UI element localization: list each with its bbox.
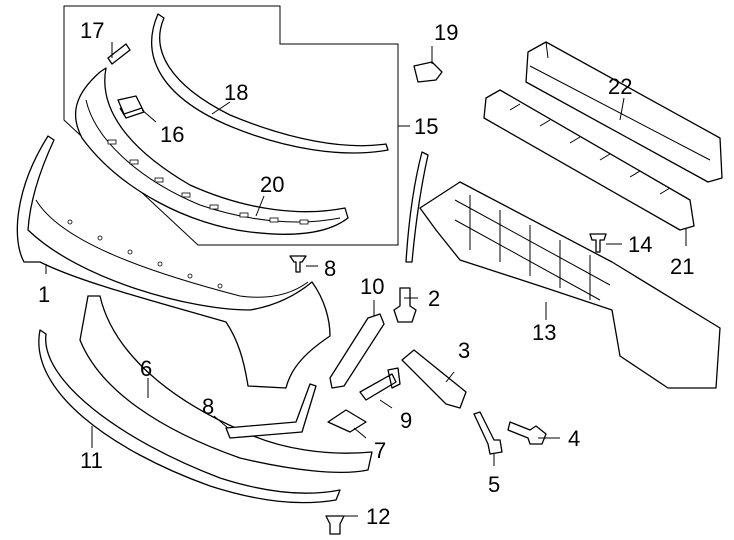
callout-1: 1 — [38, 282, 50, 307]
part-8-trim-strip — [225, 383, 317, 439]
part-21-ribs — [509, 103, 671, 195]
part-4-bolt — [507, 421, 547, 445]
callout-20: 20 — [260, 172, 284, 197]
part-18-molding — [151, 13, 389, 154]
part-9-bolt — [359, 367, 401, 401]
part-13-grid — [454, 195, 611, 301]
callout-13: 13 — [532, 320, 556, 345]
callout-15: 15 — [414, 114, 438, 139]
part-14-pushpin — [589, 233, 607, 253]
part-22-beam — [525, 41, 723, 183]
part-6-lower-cover — [79, 295, 373, 473]
callout-16: 16 — [160, 122, 184, 147]
part-5-screw — [473, 411, 503, 455]
callout-6: 6 — [140, 356, 152, 381]
part-16-retainer — [117, 95, 145, 119]
callout-17: 17 — [80, 18, 104, 43]
part-12-pushpin — [325, 515, 345, 535]
part-7-clip-plate — [327, 409, 367, 433]
callout-labels: 1 2 3 4 5 6 7 8 8 9 10 11 12 13 14 15 16… — [38, 18, 694, 529]
callout-12: 12 — [366, 504, 390, 529]
part-2-bolt — [393, 287, 417, 323]
part-11-bottom-strip — [38, 329, 341, 504]
callout-4: 4 — [568, 426, 580, 451]
part-13-carrier — [419, 181, 721, 389]
part-1-bumper-cover — [16, 135, 331, 389]
callout-8-lower: 8 — [202, 394, 214, 419]
part-20-inner-edge — [85, 99, 341, 223]
callout-19: 19 — [434, 20, 458, 45]
leader-lines — [45, 42, 687, 517]
part-13-side-strip — [405, 151, 429, 263]
callout-7: 7 — [374, 438, 386, 463]
part-20-slots — [107, 139, 309, 225]
part-19-clip — [413, 61, 443, 83]
part-3-sensor-bracket — [401, 349, 467, 409]
callout-11: 11 — [80, 448, 103, 473]
callout-22: 22 — [608, 74, 632, 99]
part-22-edge — [529, 41, 711, 161]
callout-3: 3 — [458, 338, 470, 363]
callout-5: 5 — [488, 472, 500, 497]
part-17-clip — [107, 43, 131, 65]
callout-9: 9 — [400, 408, 412, 433]
callout-2: 2 — [428, 286, 440, 311]
part-20-bracket — [75, 67, 349, 235]
callout-21: 21 — [670, 254, 694, 279]
callout-8-upper: 8 — [324, 256, 336, 281]
callout-18: 18 — [224, 80, 248, 105]
callout-10: 10 — [360, 274, 384, 299]
part-1-inner-lip — [35, 199, 309, 298]
part-1-clip-holes — [67, 219, 223, 289]
part-21-absorber — [483, 89, 695, 231]
part-8-fastener-upper — [289, 255, 307, 273]
part-10-side-bracket — [329, 313, 385, 389]
callout-14: 14 — [628, 232, 652, 257]
